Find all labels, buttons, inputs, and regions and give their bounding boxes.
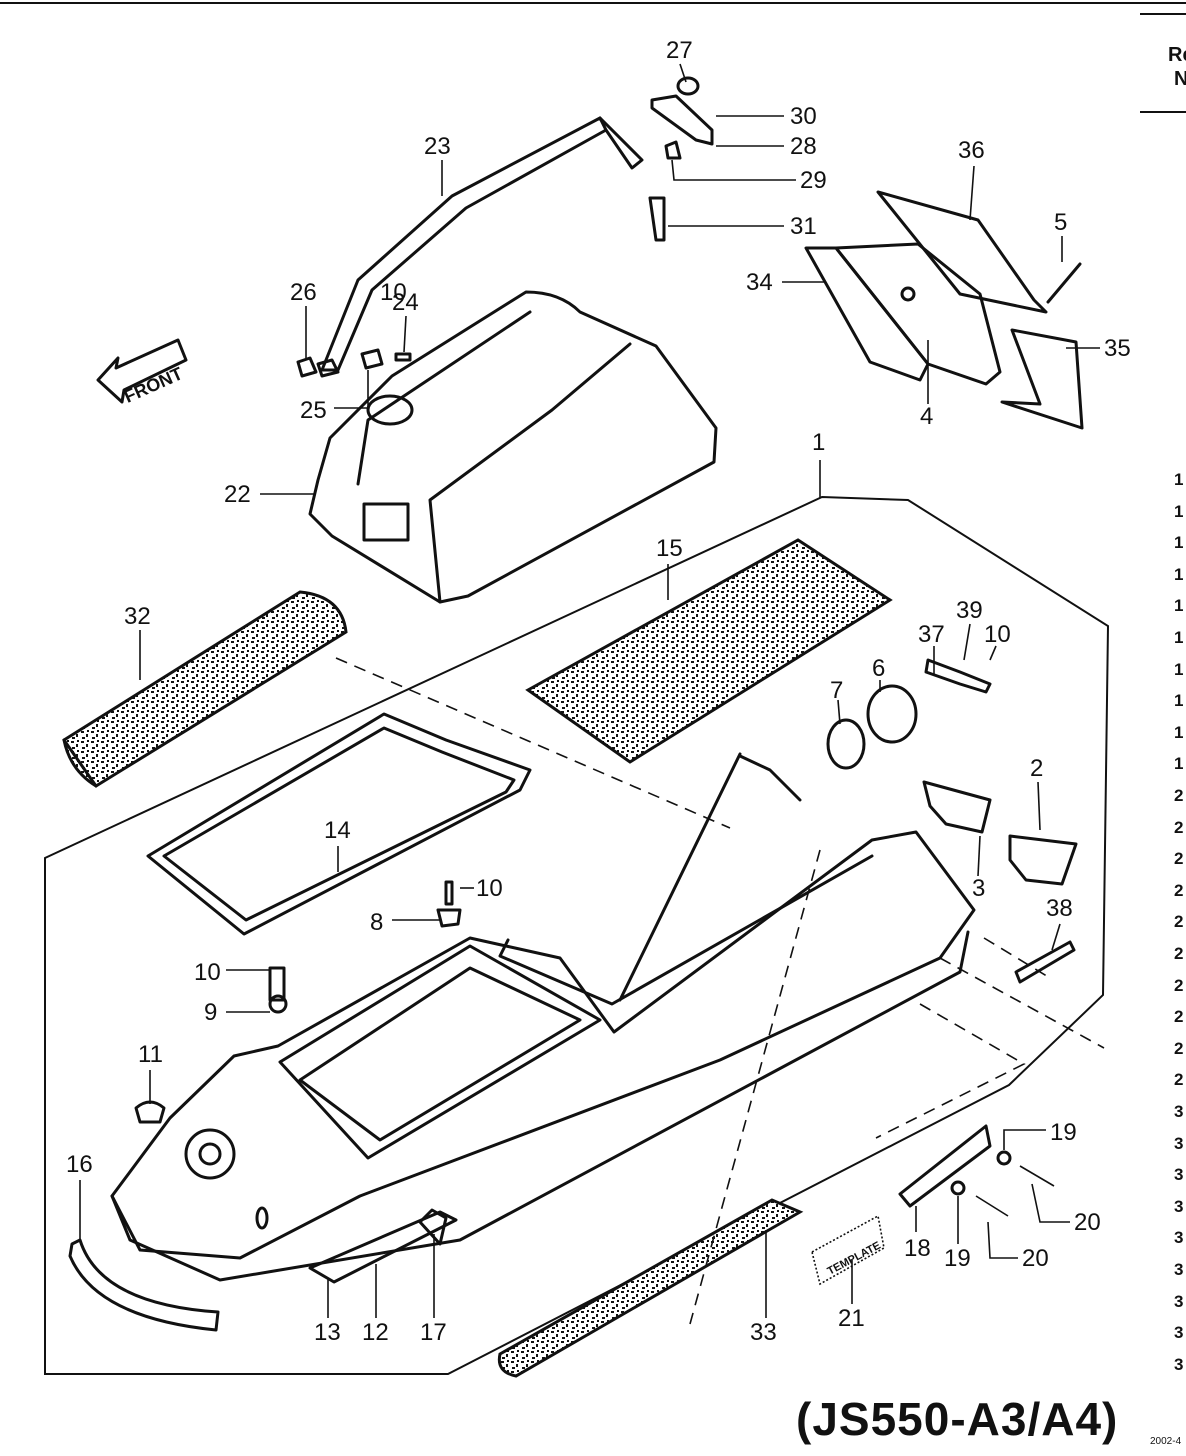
callout-2: 2 — [1030, 755, 1043, 782]
margin-number: 2 — [1174, 880, 1184, 900]
part-14-seal — [146, 712, 532, 936]
margin-number: 2 — [1174, 975, 1184, 995]
part-1-hull — [110, 752, 976, 1284]
callout-34: 34 — [746, 269, 773, 296]
callout-16: 16 — [66, 1151, 93, 1178]
callout-1: 1 — [812, 429, 825, 456]
margin-number: 3 — [1174, 1323, 1184, 1343]
callout-18: 18 — [904, 1235, 931, 1262]
margin-number: 2 — [1174, 817, 1184, 837]
model-title: (JS550-A3/A4) — [796, 1393, 1119, 1445]
part-21-template-decal: TEMPLATE — [811, 1214, 885, 1286]
callout-33: 33 — [750, 1319, 777, 1346]
margin-number: 3 — [1174, 1196, 1184, 1216]
margin-number: 2 — [1174, 912, 1184, 932]
assembly-frame — [44, 495, 1110, 1375]
margin-number: 3 — [1174, 1291, 1184, 1311]
margin-header-line-1: Re — [1168, 44, 1186, 66]
margin-number: 1 — [1174, 564, 1184, 584]
margin-number: 1 — [1174, 533, 1184, 553]
part-4-34-35-36-lid — [804, 190, 1084, 430]
margin-number: 2 — [1174, 849, 1184, 869]
callout-19-b: 19 — [944, 1245, 971, 1272]
callout-9: 9 — [204, 999, 217, 1026]
margin-number: 3 — [1174, 1165, 1184, 1185]
margin-number: 3 — [1174, 1102, 1184, 1121]
margin-number: 1 — [1174, 470, 1184, 489]
callout-15: 15 — [656, 535, 683, 562]
callout-10-d: 10 — [380, 279, 407, 306]
callout-10-a: 10 — [194, 959, 221, 986]
callout-20-b: 20 — [1022, 1245, 1049, 1272]
margin-header-line-2: N — [1174, 68, 1186, 90]
margin-number: 1 — [1174, 691, 1184, 711]
callout-22: 22 — [224, 481, 251, 508]
callout-14: 14 — [324, 817, 351, 844]
callout-21: 21 — [838, 1305, 865, 1332]
callout-4: 4 — [920, 403, 933, 430]
callout-13: 13 — [314, 1319, 341, 1346]
callout-38: 38 — [1046, 895, 1073, 922]
margin-number: 1 — [1174, 659, 1184, 679]
callout-19-a: 19 — [1050, 1119, 1077, 1146]
template-label: TEMPLATE — [826, 1240, 883, 1278]
margin-number: 3 — [1174, 1354, 1184, 1374]
callout-leaders — [79, 63, 1100, 1318]
part-22-engine-hood — [308, 290, 718, 604]
margin-number: 2 — [1174, 1070, 1184, 1090]
front-arrow-label: FRONT — [121, 363, 186, 406]
margin-number: 2 — [1174, 1038, 1184, 1058]
callout-12: 12 — [362, 1319, 389, 1346]
page-rules — [0, 2, 1186, 113]
margin-number: 2 — [1174, 786, 1184, 805]
callout-10-c: 10 — [984, 621, 1011, 648]
callout-17: 17 — [420, 1319, 447, 1346]
callout-28: 28 — [790, 133, 817, 160]
callout-25: 25 — [300, 397, 327, 424]
front-arrow-icon: FRONT — [96, 338, 188, 407]
margin-number: 3 — [1174, 1260, 1184, 1279]
margin-number: 1 — [1174, 754, 1184, 774]
part-16-bumper — [68, 1238, 220, 1332]
callout-27: 27 — [666, 37, 693, 64]
part-32-cushion — [62, 590, 348, 788]
part-23-handle-pole-tip — [598, 116, 644, 170]
callout-24: 24 — [392, 289, 419, 316]
callout-20-a: 20 — [1074, 1209, 1101, 1236]
callout-6: 6 — [872, 655, 885, 682]
callout-37: 37 — [918, 621, 945, 648]
margin-number: 3 — [1174, 1133, 1184, 1153]
callout-11: 11 — [138, 1041, 163, 1068]
callout-30: 30 — [790, 103, 817, 130]
margin-number: 1 — [1174, 596, 1184, 616]
margin-number: 1 — [1174, 722, 1184, 742]
callout-35: 35 — [1104, 335, 1131, 362]
callout-10-b: 10 — [476, 875, 503, 902]
callout-5: 5 — [1054, 209, 1067, 236]
margin-number: 1 — [1174, 501, 1184, 521]
callout-23: 23 — [424, 133, 451, 160]
sheet-code: 2002-4 — [1150, 1436, 1182, 1447]
part-33-mat — [497, 1198, 804, 1378]
callout-8: 8 — [370, 909, 383, 936]
callout-labels: 1 2 3 4 5 6 7 8 9 10 10 10 10 11 12 13 1… — [66, 37, 1131, 1346]
margin-number: 2 — [1174, 1007, 1184, 1027]
callout-36: 36 — [958, 137, 985, 164]
callout-32: 32 — [124, 603, 151, 630]
callout-31: 31 — [790, 213, 817, 240]
callout-7: 7 — [830, 677, 843, 704]
callout-39: 39 — [956, 597, 983, 624]
margin-number: 1 — [1174, 628, 1184, 647]
callout-26: 26 — [290, 279, 317, 306]
margin-number: 3 — [1174, 1228, 1184, 1248]
margin-number: 2 — [1174, 944, 1184, 963]
callout-29: 29 — [800, 167, 827, 194]
alignment-lines — [335, 657, 1105, 1325]
part-15-mat — [525, 538, 893, 764]
callout-3: 3 — [972, 875, 985, 902]
